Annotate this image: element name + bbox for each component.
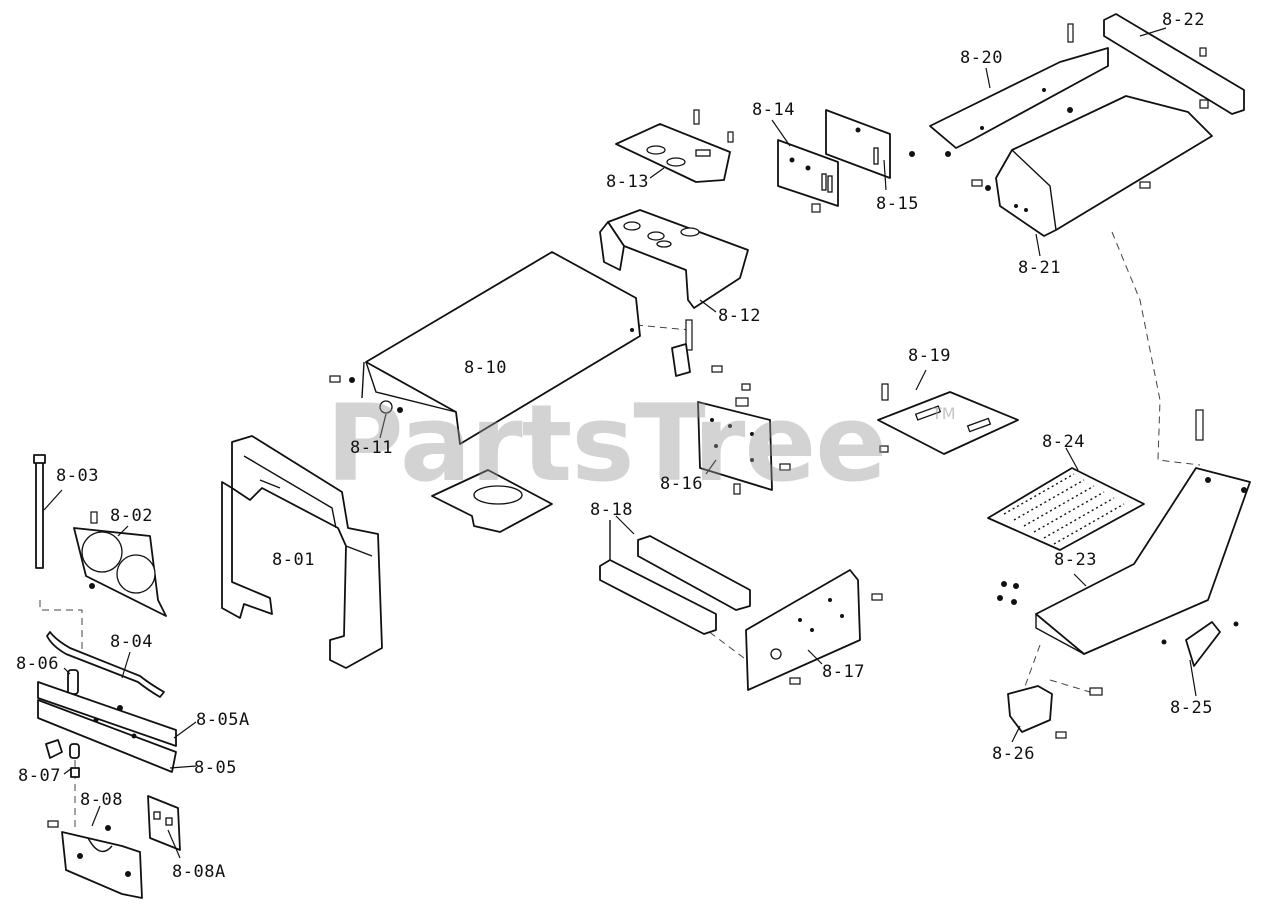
watermark-trademark: TM [932, 404, 956, 423]
part-8-05-bar [37, 699, 177, 773]
callout-8-06: 8-06 [16, 654, 59, 674]
part-8-16-plate [697, 383, 791, 495]
part-8-26-bracket [1007, 685, 1067, 739]
callout-8-01: 8-01 [272, 550, 315, 570]
part-8-15-plate [825, 109, 915, 179]
callout-8-15: 8-15 [876, 194, 919, 214]
part-8-11-fasteners [329, 375, 403, 414]
callout-8-10: 8-10 [464, 358, 507, 378]
callout-8-08: 8-08 [80, 790, 123, 810]
callout-8-07: 8-07 [18, 766, 61, 786]
watermark: PartsTree [326, 382, 887, 505]
part-8-14-plate [777, 139, 839, 213]
part-8-22-bar [1103, 13, 1245, 115]
callout-8-18: 8-18 [590, 500, 633, 520]
callout-8-16: 8-16 [660, 474, 703, 494]
callout-8-20: 8-20 [960, 48, 1003, 68]
part-8-25-bracket [1185, 621, 1221, 667]
callout-8-14: 8-14 [752, 100, 795, 120]
callout-8-22: 8-22 [1162, 10, 1205, 30]
part-8-18-rails [599, 520, 751, 635]
callout-8-04: 8-04 [110, 632, 153, 652]
callout-8-24: 8-24 [1042, 432, 1085, 452]
callout-8-05A: 8-05A [196, 710, 250, 730]
part-8-07-bushing [45, 739, 80, 778]
callout-8-19: 8-19 [908, 346, 951, 366]
part-8-08A-plate [147, 795, 181, 851]
part-8-24-mat [987, 467, 1145, 551]
part-8-21-fender [971, 95, 1213, 237]
part-8-12-cowl [599, 209, 749, 377]
part-8-20-bracket [929, 23, 1109, 157]
part-8-17-plate [745, 569, 883, 691]
part-8-01-frame [221, 435, 383, 669]
part-8-19-plate [877, 383, 1019, 455]
part-8-08-bracket [47, 820, 143, 899]
callout-8-12: 8-12 [718, 306, 761, 326]
part-8-03-rod [33, 454, 46, 569]
callout-8-23: 8-23 [1054, 550, 1097, 570]
part-8-23-floor-pan [997, 409, 1251, 696]
callout-8-26: 8-26 [992, 744, 1035, 764]
callout-8-11: 8-11 [350, 438, 393, 458]
callout-8-13: 8-13 [606, 172, 649, 192]
callout-8-08A: 8-08A [172, 862, 226, 882]
callout-8-25: 8-25 [1170, 698, 1213, 718]
part-base-plate [431, 469, 553, 533]
callout-8-17: 8-17 [822, 662, 865, 682]
callout-8-05: 8-05 [194, 758, 237, 778]
part-8-02-gauge-panel [73, 511, 167, 617]
part-8-13-dash-plate [615, 109, 734, 183]
part-8-04-strap [46, 631, 165, 698]
callout-8-02: 8-02 [110, 506, 153, 526]
callout-8-21: 8-21 [1018, 258, 1061, 278]
callout-8-03: 8-03 [56, 466, 99, 486]
part-8-05A-bar [37, 681, 177, 747]
leader-lines [43, 27, 1197, 859]
part-8-10-hood [361, 251, 641, 445]
